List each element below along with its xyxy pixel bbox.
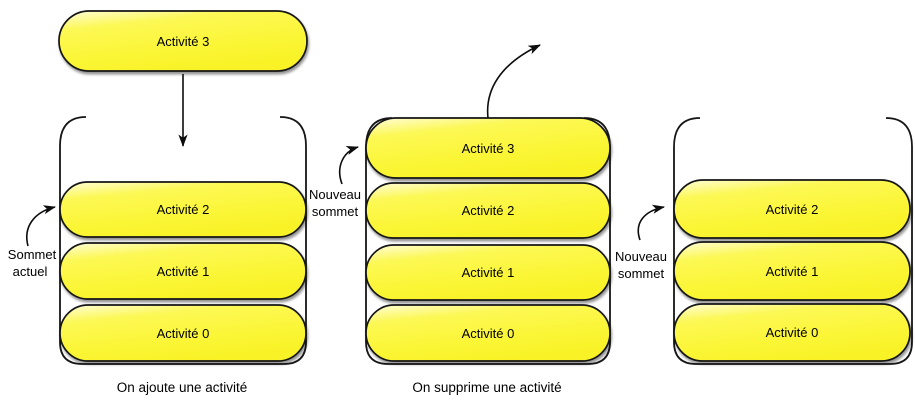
stack-caption: On ajoute une activité xyxy=(117,380,248,395)
activity-pill-label: Activité 0 xyxy=(462,326,515,341)
activity-pill-floating xyxy=(58,10,308,72)
activity-pill-label: Activité 2 xyxy=(766,202,819,217)
activity-pill xyxy=(365,244,611,301)
pop-arrow xyxy=(486,44,541,119)
activity-pill-label: Activité 1 xyxy=(157,264,210,279)
activity-pill xyxy=(365,117,611,179)
nouveau-sommet-label: sommet xyxy=(618,266,665,281)
activity-pill xyxy=(365,304,611,362)
stack-remove-group: Activité 3 Activité 2 Activité 1 Activit… xyxy=(309,44,611,395)
sommet-actuel-arrow xyxy=(26,205,56,247)
activity-pill xyxy=(673,303,911,362)
activity-pill-label: Activité 2 xyxy=(462,203,515,218)
activity-pill-label: Activité 1 xyxy=(462,265,515,280)
stack-bracket xyxy=(673,117,913,365)
activity-pill-label: Activité 3 xyxy=(462,141,515,156)
stack-bracket xyxy=(365,117,611,365)
sommet-actuel-label: actuel xyxy=(13,264,48,279)
activity-pill xyxy=(673,241,911,301)
nouveau-sommet-label: sommet xyxy=(312,204,359,219)
nouveau-sommet-arrow xyxy=(338,146,359,185)
activity-pill xyxy=(59,242,307,300)
stack-caption: On supprime une activité xyxy=(412,380,561,395)
nouveau-sommet-label: Nouveau xyxy=(615,249,667,264)
nouveau-sommet-arrow xyxy=(637,204,665,241)
activity-pill xyxy=(59,181,307,238)
activity-pill xyxy=(59,304,307,362)
activity-pill-label: Activité 0 xyxy=(766,325,819,340)
activity-pill-label: Activité 3 xyxy=(157,34,210,49)
activity-pill xyxy=(673,179,911,239)
stack-result-group: Activité 2 Activité 1 Activité 0 Nouveau… xyxy=(615,117,913,365)
activity-pill-label: Activité 1 xyxy=(766,264,819,279)
sommet-actuel-label: Sommet xyxy=(8,247,57,262)
activity-pill-label: Activité 2 xyxy=(157,202,210,217)
stack-bracket xyxy=(59,116,307,365)
activity-pill-label: Activité 0 xyxy=(157,326,210,341)
activity-pill xyxy=(365,182,611,239)
nouveau-sommet-label: Nouveau xyxy=(309,187,361,202)
stack-add-group: Activité 3 Activité 2 Activité 1 Activit… xyxy=(8,10,308,395)
